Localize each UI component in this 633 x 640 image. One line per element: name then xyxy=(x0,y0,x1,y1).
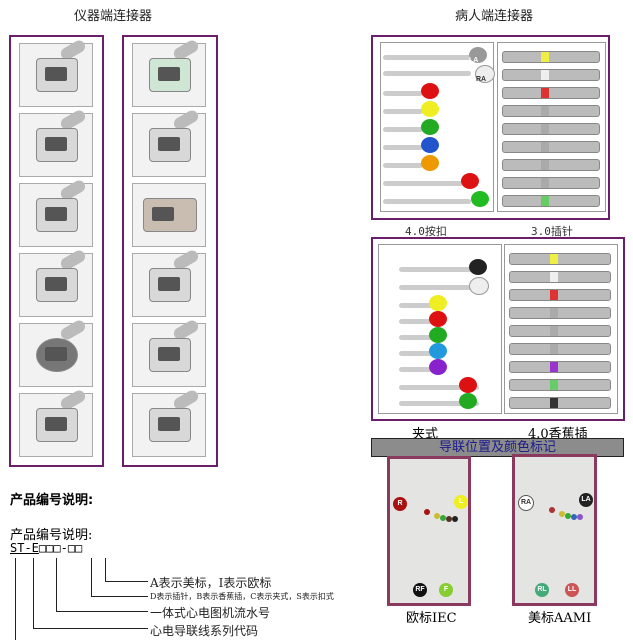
label-pin: 3.0插针 xyxy=(531,225,573,238)
connector-image xyxy=(19,388,93,457)
connector-image xyxy=(19,318,93,387)
desc-series: 心电导联线系列代码 xyxy=(150,624,259,638)
desc-serial: 一体式心电图机流水号 xyxy=(150,606,271,620)
patient-connector-title: 病人端连接器 xyxy=(455,9,534,24)
connector-image xyxy=(19,38,93,107)
explain-subheading: 产品编号说明: xyxy=(10,528,93,543)
connector-image xyxy=(132,248,206,317)
electrode-f: F xyxy=(439,583,453,597)
connector-image xyxy=(132,38,206,107)
connector-image xyxy=(132,318,206,387)
device-connectors-column-2 xyxy=(122,35,218,467)
electrode-l: L xyxy=(454,495,468,509)
connector-image xyxy=(19,178,93,247)
snap-la: LA xyxy=(469,47,487,64)
product-code: ST-E□□□-□□ xyxy=(10,541,83,555)
electrode-la: LA xyxy=(579,493,593,507)
electrode-rl: RL xyxy=(535,583,549,597)
device-connectors-column-1 xyxy=(9,35,104,467)
desc-standard: A表示美标，I表示欧标 xyxy=(150,576,272,590)
connector-image xyxy=(132,388,206,457)
device-connector-title: 仪器端连接器 xyxy=(74,9,153,24)
connector-image xyxy=(132,183,206,247)
explain-heading: 产品编号说明: xyxy=(10,493,94,508)
connector-image xyxy=(19,108,93,177)
connector-image xyxy=(132,108,206,177)
snap-ra: RA xyxy=(476,76,487,83)
electrode-ll: LL xyxy=(565,583,579,597)
label-iec: 欧标IEC xyxy=(406,611,457,626)
label-aami: 美标AAMI xyxy=(528,611,592,626)
electrode-rf: RF xyxy=(413,583,427,597)
electrode-r: R xyxy=(393,497,407,511)
patient-connectors-snap-pin: LA RA xyxy=(371,35,610,220)
patient-connectors-clip-banana xyxy=(371,237,625,421)
lead-position-bar: 导联位置及颜色标记 xyxy=(371,438,624,457)
banana-leads-image xyxy=(504,244,618,414)
pin-leads-image xyxy=(497,42,606,212)
connector-image xyxy=(19,248,93,317)
electrode-ra: RA xyxy=(518,495,534,511)
iec-body-diagram: R L RF F xyxy=(387,456,471,606)
aami-body-diagram: RA LA RL LL xyxy=(512,454,597,606)
snap-leads-image: LA RA xyxy=(380,42,495,212)
clip-leads-image xyxy=(378,244,502,414)
desc-connector-type: D表示插针，B表示香蕉插，C表示夹式，S表示扣式 xyxy=(150,592,334,601)
label-snap: 4.0按扣 xyxy=(405,225,447,238)
